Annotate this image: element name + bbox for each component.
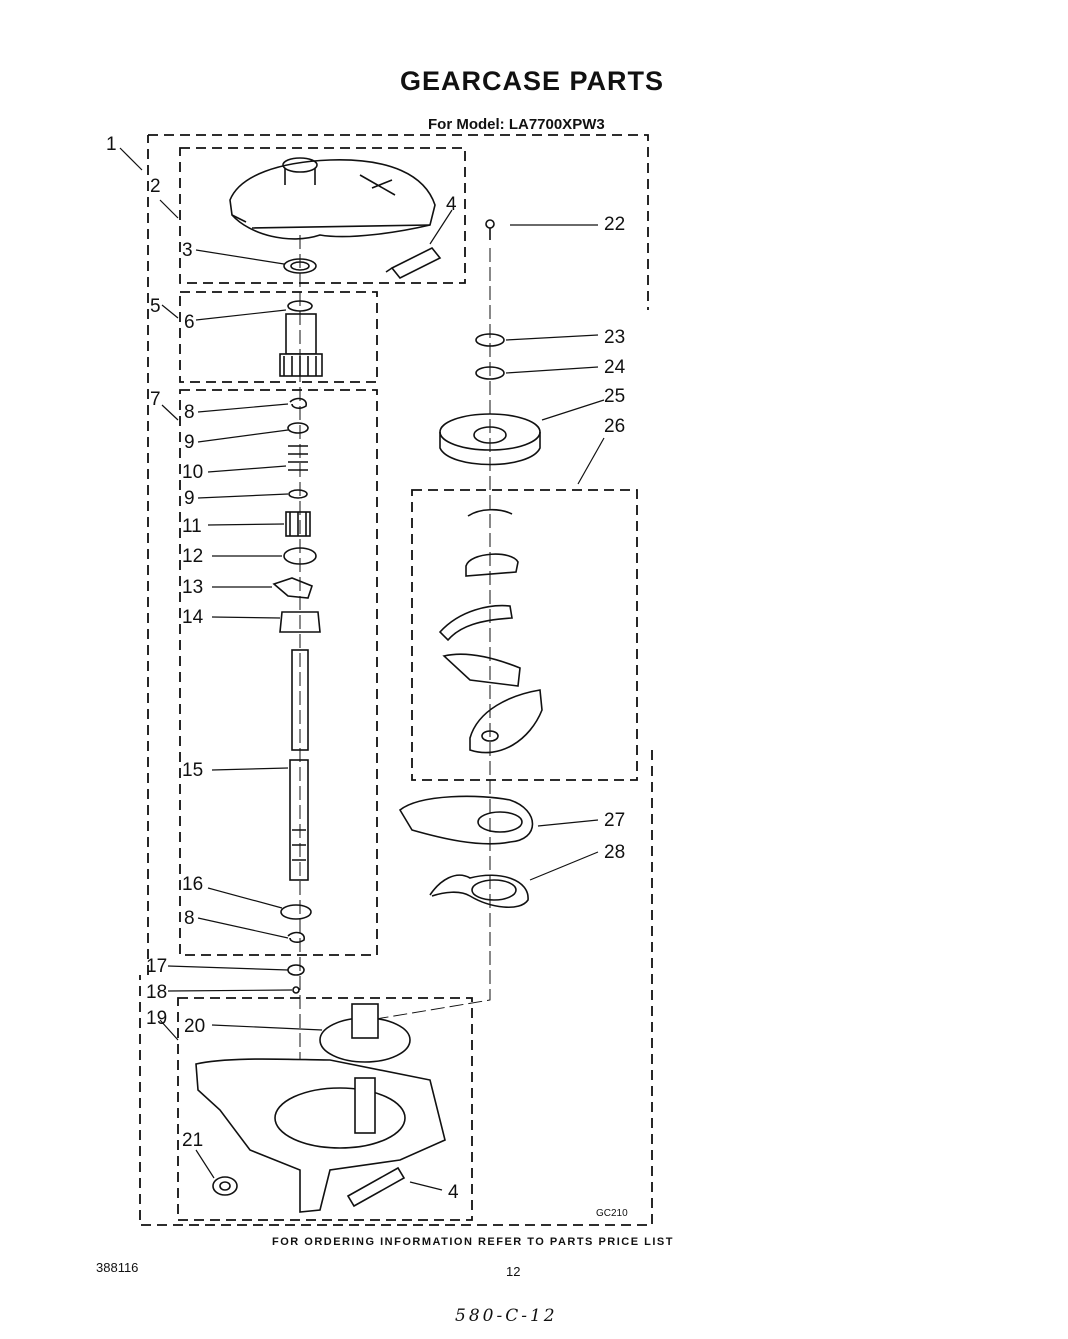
handwritten-note: 580-C-12 bbox=[455, 1306, 558, 1326]
assembly-outline-1 bbox=[139, 134, 653, 1226]
callout-22: 22 bbox=[604, 214, 625, 235]
callout-15: 15 bbox=[182, 760, 203, 781]
callout-20: 20 bbox=[184, 1016, 205, 1037]
leader-lines bbox=[119, 147, 605, 1191]
callout-27: 27 bbox=[604, 810, 625, 831]
callout-9: 9 bbox=[184, 432, 195, 453]
drive-pinion-group-box bbox=[179, 291, 378, 383]
gearcase-housing-group-box bbox=[177, 997, 473, 1221]
callout-24: 24 bbox=[604, 357, 626, 378]
page-title: GEARCASE PARTS bbox=[400, 66, 665, 96]
cover-group-box bbox=[179, 147, 466, 284]
callout-16: 16 bbox=[182, 874, 203, 895]
callout-11: 11 bbox=[182, 516, 202, 537]
mounting-washer bbox=[212, 1176, 238, 1196]
callout-8b: 8 bbox=[184, 908, 195, 929]
callout-17: 17 bbox=[146, 956, 167, 977]
ordering-note: FOR ORDERING INFORMATION REFER TO PARTS … bbox=[272, 1236, 674, 1248]
shaft-components bbox=[272, 397, 321, 994]
right-side-components bbox=[398, 333, 543, 909]
sealant-tube-top bbox=[385, 246, 442, 280]
callout-21: 21 bbox=[182, 1130, 203, 1151]
right-axis-line bbox=[369, 248, 491, 1021]
model-line: For Model: LA7700XPW3 bbox=[428, 116, 605, 133]
callout-19: 19 bbox=[146, 1008, 167, 1029]
callout-1: 1 bbox=[106, 134, 117, 155]
callout-6: 6 bbox=[184, 312, 195, 333]
page-number: 12 bbox=[506, 1264, 521, 1279]
gearcase-housing bbox=[195, 1003, 446, 1213]
callout-4b: 4 bbox=[448, 1182, 459, 1203]
callout-14: 14 bbox=[182, 607, 204, 628]
cover-screw bbox=[485, 219, 495, 240]
callout-28: 28 bbox=[604, 842, 625, 863]
callout-8: 8 bbox=[184, 402, 195, 423]
gearcase-cover bbox=[229, 157, 436, 240]
shift-mechanism-group-box bbox=[411, 489, 638, 781]
callout-labels: 1 2 3 4 5 6 7 8 9 10 9 11 12 13 14 15 16… bbox=[106, 134, 626, 1203]
callout-12: 12 bbox=[182, 546, 203, 567]
callout-4: 4 bbox=[446, 194, 457, 215]
callout-5: 5 bbox=[150, 296, 161, 317]
callout-7: 7 bbox=[150, 389, 161, 410]
callout-9b: 9 bbox=[184, 488, 195, 509]
callout-18: 18 bbox=[146, 982, 167, 1003]
callout-10: 10 bbox=[182, 462, 203, 483]
agitator-shaft-group-box bbox=[179, 389, 378, 956]
callout-23: 23 bbox=[604, 327, 625, 348]
callout-2: 2 bbox=[150, 176, 161, 197]
document-number: 388116 bbox=[96, 1260, 139, 1275]
drive-pinion bbox=[279, 300, 323, 377]
callout-26: 26 bbox=[604, 416, 625, 437]
diagram-code: GC210 bbox=[596, 1208, 628, 1219]
callout-13: 13 bbox=[182, 577, 203, 598]
callout-25: 25 bbox=[604, 386, 625, 407]
callout-3: 3 bbox=[182, 240, 193, 261]
